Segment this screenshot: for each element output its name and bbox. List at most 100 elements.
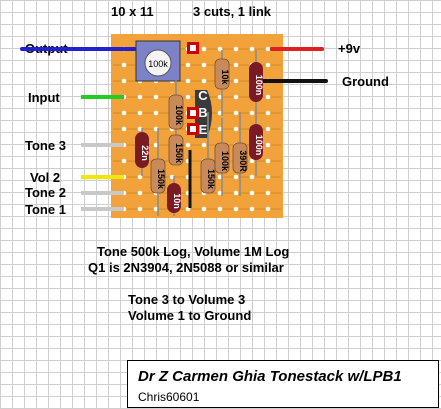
board-hole: [265, 46, 271, 52]
resistor-10k-label: 10k: [220, 69, 230, 85]
label-plus9v: +9v: [338, 41, 361, 56]
board-hole: [265, 94, 271, 100]
board-hole: [169, 174, 175, 180]
board-hole: [153, 110, 159, 116]
board-hole: [137, 206, 143, 212]
board-hole: [153, 142, 159, 148]
board-hole: [217, 126, 223, 132]
components: 10k 100n 100k 150k 22n 150k 150k 10n 100k 390R 100…: [135, 42, 324, 216]
board-hole: [233, 110, 239, 116]
board-hole: [217, 174, 223, 180]
board-hole: [233, 62, 239, 68]
board-hole: [233, 174, 239, 180]
resistor-150k-b: 150k: [200, 158, 216, 194]
track-cut: [187, 123, 199, 135]
track-cut: [187, 107, 199, 119]
board-hole: [121, 126, 127, 132]
resistor-150k-a: 150k: [150, 158, 166, 194]
capacitor-22n-label: 22n: [140, 145, 150, 161]
board-hole: [185, 142, 191, 148]
board-hole: [217, 94, 223, 100]
resistor-390r-label: 390R: [238, 150, 248, 172]
resistor-100k-b: 100k: [214, 142, 230, 174]
capacitor-100n-right: 100n: [249, 124, 264, 160]
title-block: Dr Z Carmen Ghia Tonestack w/LPB1 Chris6…: [127, 360, 439, 408]
board-hole: [217, 110, 223, 116]
board-hole: [153, 94, 159, 100]
board-hole: [137, 126, 143, 132]
board-hole: [233, 206, 239, 212]
board-hole: [201, 78, 207, 84]
resistor-150k-top-label: 150k: [174, 143, 184, 164]
capacitor-10n-label: 10n: [172, 193, 182, 209]
resistor-10k: 10k: [214, 58, 230, 90]
board-hole: [217, 190, 223, 196]
board-hole: [249, 110, 255, 116]
track-cut: [187, 42, 199, 54]
board-hole: [153, 206, 159, 212]
resistor-100k-a: 100k: [168, 94, 184, 130]
board-hole: [233, 94, 239, 100]
board-hole: [233, 190, 239, 196]
resistor-100k-b-label: 100k: [220, 151, 230, 172]
board-hole: [265, 158, 271, 164]
resistor-390r: 390R: [232, 142, 248, 174]
board-hole: [265, 110, 271, 116]
board-hole: [265, 190, 271, 196]
note-pot-values: Tone 500k Log, Volume 1M Log: [97, 244, 290, 259]
capacitor-22n: 22n: [135, 132, 150, 168]
board-hole: [185, 78, 191, 84]
pot-label: 100k: [148, 59, 168, 69]
board-hole: [233, 126, 239, 132]
board-hole: [137, 174, 143, 180]
capacitor-10n: 10n: [167, 183, 182, 213]
board-hole: [265, 206, 271, 212]
author: Chris60601: [138, 390, 200, 404]
board-hole: [153, 126, 159, 132]
board-hole: [121, 158, 127, 164]
board-hole: [265, 126, 271, 132]
header-cuts: 3 cuts, 1 link: [193, 4, 272, 19]
board-hole: [265, 62, 271, 68]
resistor-150k-a-label: 150k: [156, 169, 166, 190]
diagram-title: Dr Z Carmen Ghia Tonestack w/LPB1: [138, 368, 402, 385]
label-tone2: Tone 2: [25, 185, 66, 200]
capacitor-100n-top-label: 100n: [254, 75, 264, 96]
board-hole: [185, 94, 191, 100]
label-input: Input: [28, 90, 60, 105]
board-hole: [249, 46, 255, 52]
label-tone3: Tone 3: [25, 138, 66, 153]
board-hole: [201, 206, 207, 212]
board-hole: [233, 78, 239, 84]
note-transistor: Q1 is 2N3904, 2N5088 or similar: [88, 260, 284, 275]
board-hole: [217, 46, 223, 52]
capacitor-100n-right-label: 100n: [254, 135, 264, 156]
note-volume1: Volume 1 to Ground: [128, 308, 252, 323]
label-tone1: Tone 1: [25, 202, 66, 217]
board-hole: [201, 46, 207, 52]
board-hole: [249, 174, 255, 180]
header-size: 10 x 11: [111, 4, 154, 19]
board-hole: [233, 46, 239, 52]
board-hole: [137, 190, 143, 196]
board-hole: [249, 190, 255, 196]
board-hole: [185, 62, 191, 68]
board-hole: [265, 142, 271, 148]
board-hole: [201, 142, 207, 148]
transistor-pin-b: B: [198, 105, 207, 120]
label-vol2: Vol 2: [30, 170, 61, 185]
resistor-150k-top: 150k: [168, 134, 184, 166]
label-ground: Ground: [342, 74, 389, 89]
board-hole: [265, 174, 271, 180]
board-hole: [137, 94, 143, 100]
transistor-pin-c: C: [198, 88, 208, 103]
board-hole: [137, 110, 143, 116]
board-hole: [249, 158, 255, 164]
transistor-pin-e: E: [199, 122, 208, 137]
board-hole: [249, 206, 255, 212]
board-hole: [121, 78, 127, 84]
board-hole: [121, 110, 127, 116]
note-tone3: Tone 3 to Volume 3: [128, 292, 246, 307]
board-hole: [201, 62, 207, 68]
